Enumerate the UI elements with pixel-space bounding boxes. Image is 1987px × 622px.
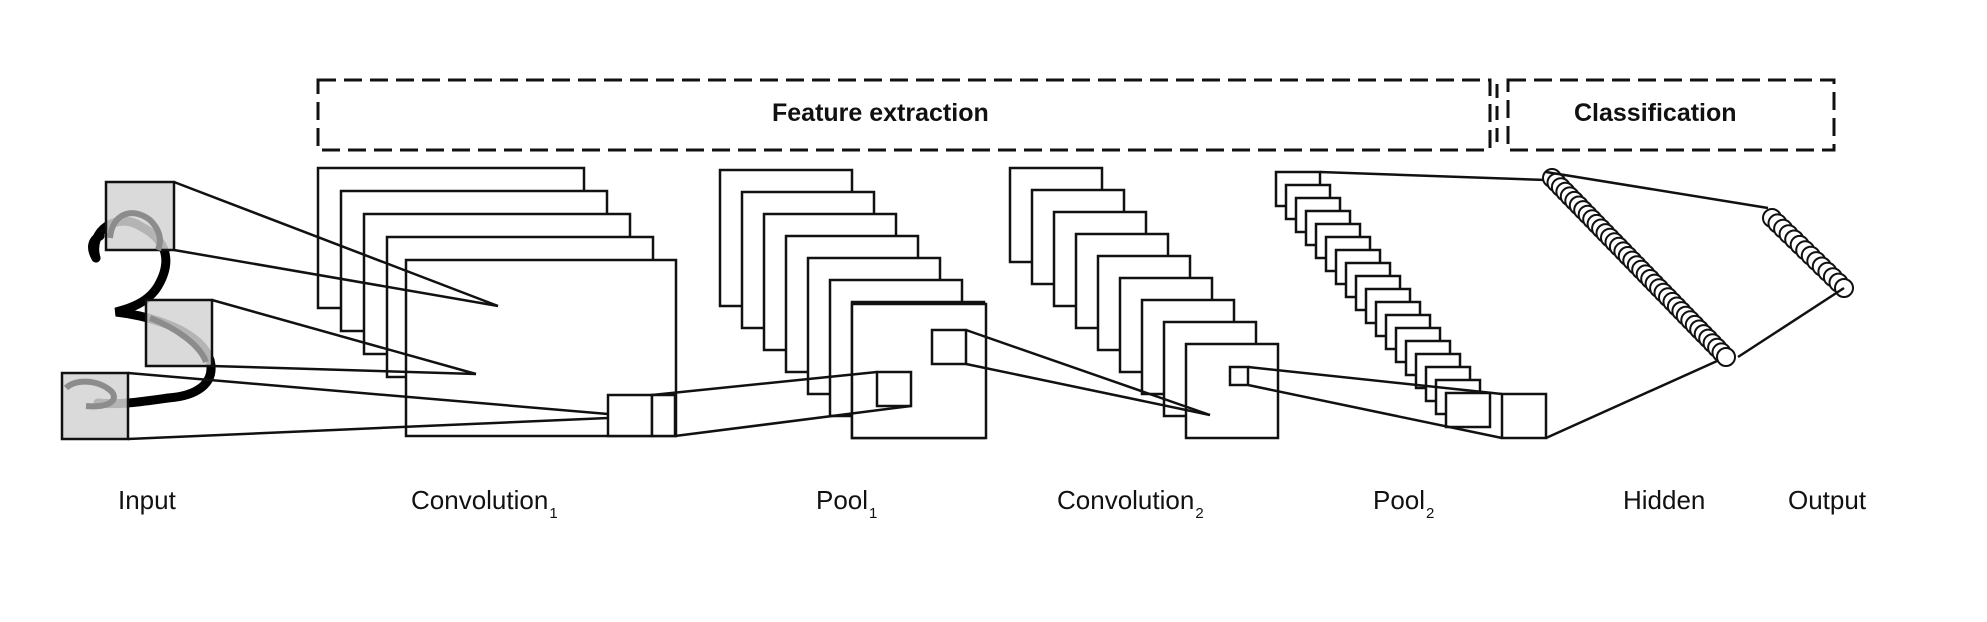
digit-gray-bottom: [63, 378, 117, 410]
stage-subscript: 2: [1426, 505, 1435, 522]
stage-label-pool2: Pool2: [1373, 485, 1434, 522]
stage-label-output: Output: [1788, 485, 1866, 516]
stage-label-hidden: Hidden: [1623, 485, 1705, 516]
stage-name: Input: [118, 485, 176, 515]
conv2-pool2-lines: [1247, 365, 1503, 440]
feature-extraction-label: Feature extraction: [772, 99, 989, 127]
digit-hook: [88, 231, 105, 263]
hidden-layer: [1542, 168, 1736, 367]
pool1-conv2-lines: [965, 328, 1211, 417]
feature-extraction-box: [316, 78, 1492, 152]
stage-label-pool1: Pool1: [816, 485, 877, 522]
neuron: [1716, 347, 1736, 367]
classification-label: Classification: [1574, 99, 1737, 127]
pool1-stack: [718, 168, 988, 440]
conv1-output-patch: [606, 393, 654, 438]
stage-label-conv1: Convolution1: [411, 485, 558, 522]
output-layer: [1762, 208, 1854, 298]
conv1-stack: [316, 166, 678, 438]
conv1-pool1-lines: [651, 370, 912, 438]
pool2-front-map: [1500, 392, 1548, 440]
classification-box: [1506, 78, 1836, 152]
stage-subscript: 1: [869, 505, 878, 522]
feature-map: [1184, 342, 1280, 440]
digit-gray-top: [107, 210, 163, 252]
stage-name: Pool: [816, 485, 869, 515]
stage-name: Convolution: [1057, 485, 1195, 515]
hidden-output-lines: [1545, 170, 1845, 359]
input-projection-lines: [127, 180, 609, 441]
stage-subscript: 1: [549, 505, 558, 522]
stage-name: Convolution: [411, 485, 549, 515]
pool2-hidden-lines: [1319, 170, 1727, 440]
stage-name: Output: [1788, 485, 1867, 515]
pool1-patch-b: [930, 328, 968, 366]
stage-name: Hidden: [1623, 485, 1706, 515]
stage-name: Pool: [1373, 485, 1426, 515]
conv2-stack: [1008, 166, 1280, 440]
input-digit: [60, 180, 216, 441]
conv2-patch: [1228, 365, 1250, 387]
pool1-patch-a: [875, 370, 913, 408]
conv1-output-patch-2: [650, 393, 677, 438]
feature-map: [1444, 391, 1492, 429]
pool2-stack: [1274, 170, 1548, 440]
stage-label-conv2: Convolution2: [1057, 485, 1204, 522]
digit-gray-middle: [148, 315, 209, 364]
stage-label-input: Input: [118, 485, 176, 516]
feature-map: [850, 302, 988, 440]
stage-subscript: 2: [1195, 505, 1204, 522]
